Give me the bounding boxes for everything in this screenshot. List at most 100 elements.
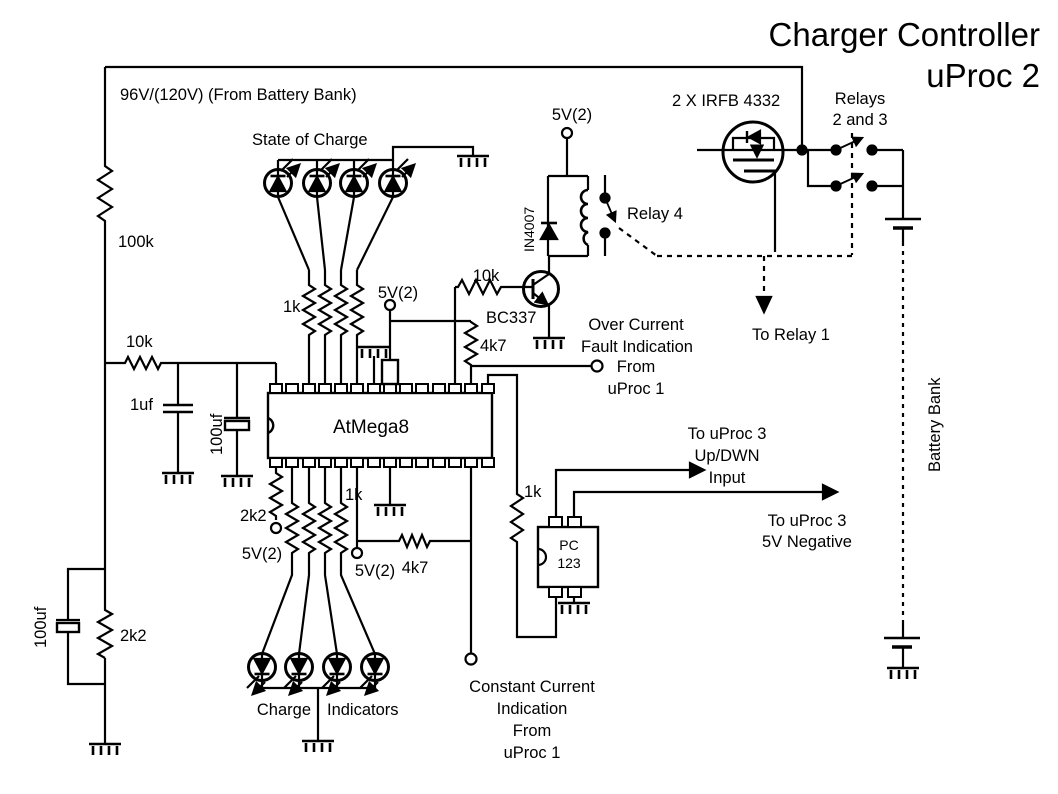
- relays23-label-2: 2 and 3: [832, 111, 887, 129]
- soc-led-4: [356, 159, 414, 271]
- ground-icon: [455, 154, 491, 169]
- updown-arrow-icon: [688, 461, 707, 479]
- uproc3-neg-label-1: To uProc 3: [768, 512, 847, 530]
- ground-icon: [219, 474, 255, 489]
- constant-current-label-1: Constant Current: [469, 678, 595, 696]
- diode-in4007-label: IN4007: [521, 207, 537, 252]
- vcc-header: [380, 358, 400, 386]
- resistor-4k7-pullup-label: 4k7: [480, 337, 507, 355]
- charge-led-1: [247, 652, 277, 695]
- charge-indicator-leds: [247, 652, 390, 754]
- mcu-top-connections: [356, 277, 604, 490]
- cap-100uf-left-branch: [66, 567, 105, 686]
- relay4-label: Relay 4: [627, 205, 683, 223]
- mcu-label: AtMega8: [333, 417, 409, 438]
- constant-current-label-4: uProc 1: [504, 744, 561, 762]
- resistor-1k-opto-label: 1k: [524, 483, 542, 501]
- over-current-label-4: uProc 1: [608, 380, 665, 398]
- updown-wire: [554, 468, 690, 517]
- state-of-charge-leds: [263, 145, 491, 384]
- charge-resistor-label: 1k: [345, 486, 363, 504]
- cap-1uf-label: 1uf: [130, 396, 153, 414]
- neg-arrow-icon: [821, 483, 840, 501]
- charge-indicators-label-1: Charge: [257, 701, 311, 719]
- relay2-arm: [835, 136, 865, 151]
- v5-terminal: [269, 521, 283, 535]
- optocoupler-circuit: [509, 461, 840, 639]
- v5-label: 5V(2): [242, 545, 282, 563]
- page-title-line2: uProc 2: [926, 57, 1040, 94]
- page-title-line1: Charger Controller: [769, 16, 1040, 53]
- uproc3-updown-label-1: To uProc 3: [688, 425, 767, 443]
- opto-label-2: 123: [557, 555, 581, 571]
- resistor-4k7-pullup: [462, 321, 480, 366]
- soc-resistor-label: 1k: [283, 298, 301, 316]
- soc-led-1: [263, 159, 310, 271]
- opto-pins: [548, 516, 582, 598]
- opto-feed-wire: [486, 373, 519, 490]
- resistor-10k-base: [455, 277, 533, 297]
- v5-label: 5V(2): [378, 284, 418, 302]
- led-light-arrow-icon: [319, 159, 338, 177]
- charge-led-3: [322, 652, 352, 695]
- ground-icon: [372, 503, 408, 518]
- over-current-label-1: Over Current: [588, 316, 684, 334]
- led-light-arrow-icon: [356, 159, 375, 177]
- supply-label: 96V/(120V) (From Battery Bank): [120, 86, 357, 104]
- uproc3-updown-label-2: Up/DWN: [694, 447, 759, 465]
- cap-1uf-plates: [163, 403, 193, 414]
- opto-label-1: PC: [559, 537, 578, 553]
- uproc3-neg-label-2: 5V Negative: [762, 533, 852, 551]
- soc-led-3: [339, 159, 376, 271]
- relay4-arm: [604, 197, 617, 224]
- soc-led-2: [302, 159, 339, 271]
- relays23-label-1: Relays: [835, 90, 885, 108]
- constant-current-label-2: Indication: [497, 700, 568, 718]
- mcu-atmega8: [266, 383, 495, 468]
- mcu-bottom-connections: [260, 467, 478, 666]
- relay4-linkage-dashed: [618, 227, 852, 258]
- ground-icon: [87, 742, 123, 757]
- resistor-10k-input: [105, 354, 278, 384]
- resistor-2k2-left: [95, 608, 115, 659]
- mosfet-label: 2 X IRFB 4332: [672, 92, 780, 110]
- led-light-arrow-icon: [280, 159, 299, 177]
- constant-current-terminal: [464, 652, 478, 666]
- cap-100uf-mid-box: [223, 419, 251, 432]
- uproc3-updown-label-3: Input: [709, 469, 746, 487]
- soc-resistors-1k: [300, 270, 366, 384]
- v5-terminal: [350, 546, 364, 560]
- resistor-2k2-dac: [267, 467, 285, 520]
- v5-terminal: [560, 126, 574, 140]
- resistor-10k-input-label: 10k: [126, 333, 153, 351]
- ground-icon: [885, 666, 921, 681]
- mosfet-body-diode: [746, 129, 762, 145]
- resistor-1k-opto: [509, 490, 558, 639]
- diode-in4007: [539, 222, 559, 241]
- resistor-100k: [95, 163, 115, 222]
- mcu-notch: [267, 416, 275, 435]
- resistor-2k2-left-label: 2k2: [120, 627, 147, 645]
- resistor-10k-base-label: 10k: [473, 267, 500, 285]
- mosfet-irfb4332: [721, 120, 785, 184]
- resistor-2k2-dac-label: 2k2: [240, 507, 267, 525]
- resistor-100k-label: 100k: [118, 233, 155, 251]
- led-light-arrow-icon: [395, 159, 414, 177]
- charge-bus-wire: [262, 686, 375, 741]
- v5-label: 5V(2): [355, 562, 395, 580]
- resistor-4k7-dac-label: 4k7: [402, 559, 429, 577]
- led-light-arrow-icon: [247, 675, 265, 694]
- ground-icon: [556, 601, 592, 616]
- charge-indicators-label-2: Indicators: [327, 701, 399, 719]
- mosfet-relay-bank: [697, 120, 921, 681]
- relay4-coil: [579, 188, 589, 247]
- charge-led-4: [360, 652, 390, 695]
- to-relay1-arrow-icon: [755, 295, 773, 315]
- over-current-label-2: Fault Indication: [581, 338, 693, 356]
- bjt-bc337: [522, 270, 560, 308]
- battery-bank-label: Battery Bank: [926, 377, 944, 472]
- ground-icon: [160, 471, 196, 486]
- to-relay1-label: To Relay 1: [752, 326, 830, 344]
- relay3-arm: [835, 172, 865, 187]
